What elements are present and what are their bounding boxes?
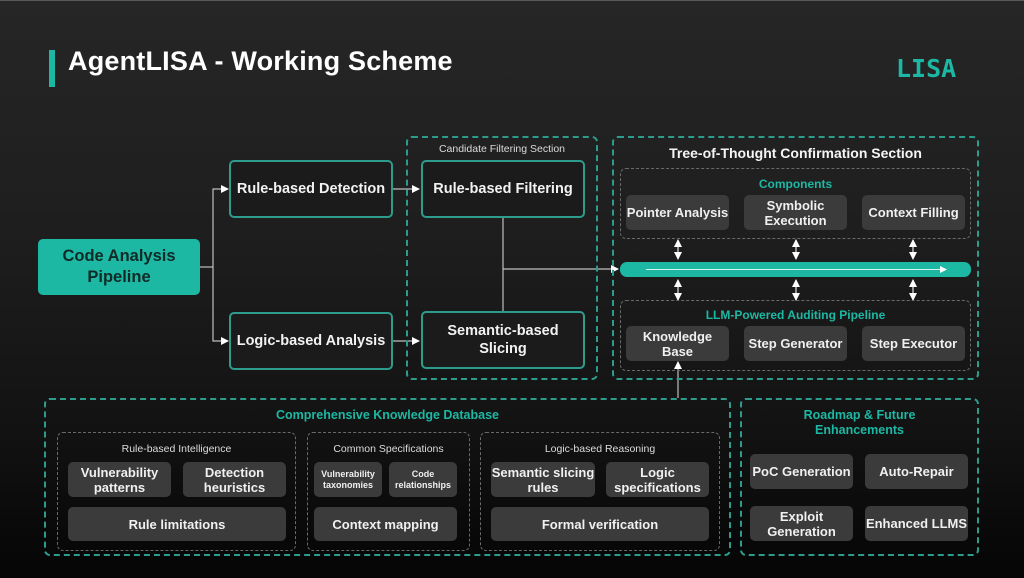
component-pointer-analysis: Pointer Analysis — [626, 195, 729, 230]
kb-formal-verification: Formal verification — [491, 507, 709, 541]
auditing-step-executor: Step Executor — [862, 326, 965, 361]
kb-logic-specifications: Logic specifications — [606, 462, 709, 497]
auditing-pipeline-group — [620, 300, 971, 371]
candidate-filtering-section — [406, 136, 598, 380]
group-logic-based-reasoning — [480, 432, 720, 551]
kb-vulnerability-patterns: Vulnerability patterns — [68, 462, 171, 497]
kb-detection-heuristics: Detection heuristics — [183, 462, 286, 497]
roadmap-title: Roadmap & Future Enhancements — [803, 408, 916, 437]
kb-rule-limitations: Rule limitations — [68, 507, 286, 541]
knowledge-database-section — [44, 398, 731, 556]
lisa-logo: LISA — [896, 54, 957, 83]
roadmap-auto-repair: Auto-Repair — [865, 454, 968, 489]
title-accent-bar — [49, 50, 55, 87]
roadmap-exploit-generation: Exploit Generation — [750, 506, 853, 541]
roadmap-enhanced-llms: Enhanced LLMS — [865, 506, 968, 541]
rule-based-filtering-node: Rule-based Filtering — [421, 160, 585, 218]
roadmap-poc-generation: PoC Generation — [750, 454, 853, 489]
component-context-filling: Context Filling — [862, 195, 965, 230]
auditing-step-generator: Step Generator — [744, 326, 847, 361]
component-symbolic-execution: Symbolic Execution — [744, 195, 847, 230]
kb-context-mapping: Context mapping — [314, 507, 457, 541]
group-rule-based-intelligence — [57, 432, 296, 551]
kb-code-relationships: Code relationships — [389, 462, 457, 497]
connector-to-detection — [212, 185, 229, 267]
rule-based-detection-node: Rule-based Detection — [229, 160, 393, 218]
tot-section-title: Tree-of-Thought Confirmation Section — [669, 145, 922, 161]
auditing-pipeline-title: LLM-Powered Auditing Pipeline — [705, 308, 886, 322]
candidate-filtering-title: Candidate Filtering Section — [438, 143, 566, 155]
kb-vulnerability-taxonomies: Vulnerability taxonomies — [314, 462, 382, 497]
group-logic-based-reasoning-title: Logic-based Reasoning — [544, 443, 656, 455]
logic-based-analysis-node: Logic-based Analysis — [229, 312, 393, 370]
code-analysis-pipeline-node: Code Analysis Pipeline — [38, 239, 200, 295]
semantic-based-slicing-node: Semantic-based Slicing — [421, 311, 585, 369]
kb-semantic-slicing-rules: Semantic slicing rules — [491, 462, 595, 497]
tot-confirmation-section — [612, 136, 979, 380]
roadmap-section — [740, 398, 979, 556]
group-common-specifications — [307, 432, 470, 551]
group-common-specifications-title: Common Specifications — [333, 443, 444, 455]
page-title: AgentLISA - Working Scheme — [68, 46, 453, 76]
connector-to-analysis — [212, 267, 229, 345]
components-group — [620, 168, 971, 239]
top-border — [0, 0, 1024, 1]
knowledge-database-title: Comprehensive Knowledge Database — [276, 408, 499, 422]
components-title: Components — [758, 177, 833, 191]
group-rule-based-intelligence-title: Rule-based Intelligence — [121, 443, 232, 455]
auditing-knowledge-base: Knowledge Base — [626, 326, 729, 361]
tot-data-bus — [620, 262, 971, 277]
